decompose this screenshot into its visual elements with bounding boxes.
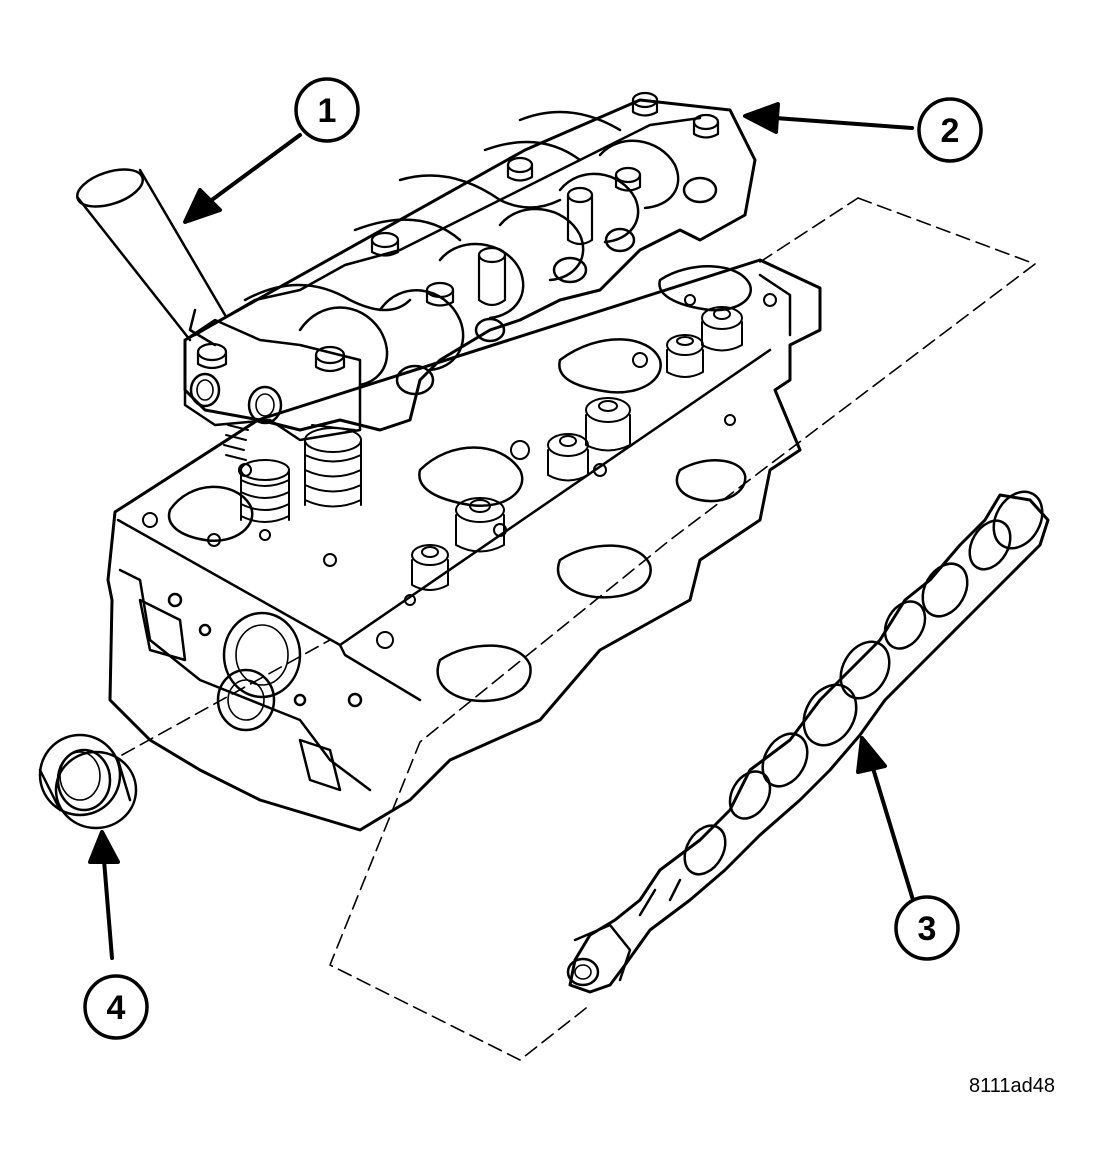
- figure-id: 8111ad48: [969, 1075, 1055, 1097]
- arrow-3-head: [856, 736, 887, 774]
- arrow-2-head: [743, 102, 780, 134]
- callout-3: 3: [894, 895, 960, 961]
- camshaft-seal-icon: [38, 733, 138, 830]
- arrow-4-head: [88, 830, 120, 864]
- callout-2-label: 2: [941, 112, 960, 150]
- arrow-2: [773, 116, 914, 130]
- valve-springs: [223, 306, 743, 591]
- camshaft-icon: [566, 490, 1050, 994]
- alignment-rod-icon: [76, 168, 227, 342]
- callout-1-label: 1: [318, 92, 337, 130]
- arrow-1-head: [183, 188, 222, 224]
- callout-3-label: 3: [918, 910, 937, 948]
- callout-2: 2: [917, 97, 983, 163]
- callout-4: 4: [83, 974, 149, 1040]
- leader-arrows: [88, 102, 915, 960]
- cylinder-head-icon: [106, 258, 822, 832]
- arrow-1: [203, 133, 302, 207]
- rocker-arm-assembly-icon: [183, 91, 757, 442]
- callout-1: 1: [294, 77, 360, 143]
- arrow-3: [870, 763, 915, 902]
- camshaft-install-envelope: [121, 197, 1036, 1061]
- arrow-4: [102, 858, 114, 960]
- callout-4-label: 4: [107, 989, 126, 1027]
